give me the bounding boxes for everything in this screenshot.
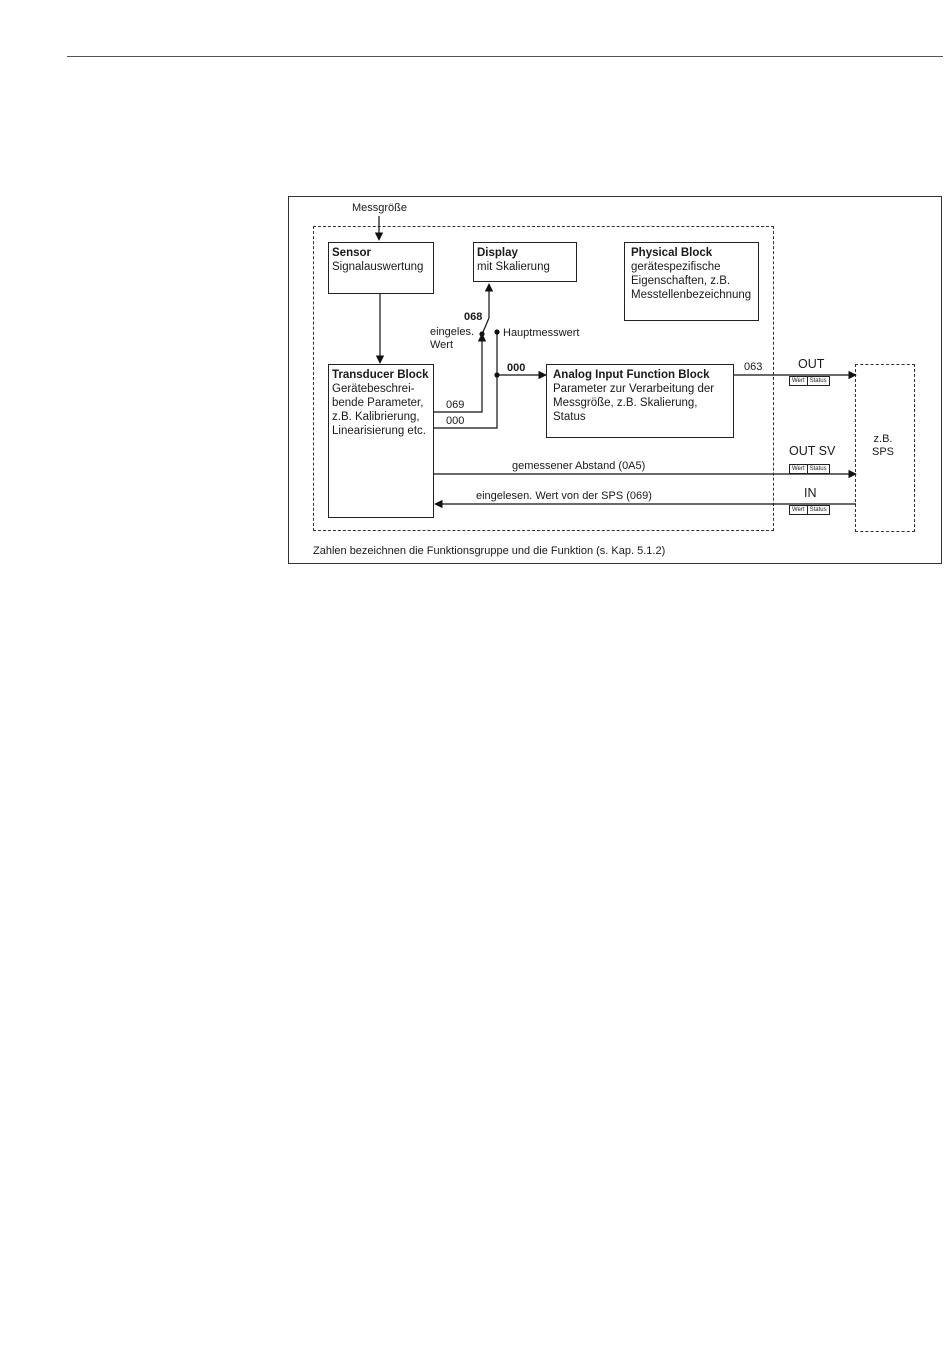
sps-boundary bbox=[855, 364, 915, 532]
page-header-rule bbox=[67, 56, 943, 57]
transducer-body: Gerätebeschrei- bende Parameter, z.B. Ka… bbox=[332, 383, 426, 437]
transducer-title: Transducer Block bbox=[332, 369, 429, 381]
sensor-body: Signalauswertung bbox=[332, 261, 424, 273]
switch-lever bbox=[482, 317, 490, 333]
switch-code: 068 bbox=[464, 311, 483, 323]
switch-contact-right bbox=[494, 329, 500, 335]
sps-label: z.B. SPS bbox=[872, 433, 895, 458]
tag-value: Wert bbox=[789, 376, 808, 386]
code-000-lower: 000 bbox=[446, 415, 465, 427]
switch-contact-left bbox=[479, 331, 485, 337]
measured-distance-label: gemessener Abstand (0A5) bbox=[512, 460, 646, 472]
out-sv-label: OUT SV bbox=[789, 444, 836, 458]
switch-left-label: eingeles. Wert bbox=[430, 326, 475, 351]
out-label: OUT bbox=[798, 357, 825, 371]
junction-dot bbox=[494, 372, 500, 378]
analog-input-block: Analog Input Function Block Parameter zu… bbox=[546, 364, 734, 438]
line-069 bbox=[433, 333, 487, 413]
tag-status: Status bbox=[807, 376, 830, 386]
in-status-tag: Wert Status bbox=[789, 505, 830, 515]
line-000 bbox=[433, 332, 498, 429]
physical-block: Physical Block gerätespezifische Eigensc… bbox=[624, 242, 759, 321]
out-status-tag: Wert Status bbox=[789, 376, 830, 386]
input-label: Messgröße bbox=[352, 202, 408, 214]
tag-status: Status bbox=[807, 464, 830, 474]
device-boundary bbox=[313, 226, 774, 531]
read-in-value-label: eingelesen. Wert von der SPS (069) bbox=[476, 490, 652, 502]
ai-body: Parameter zur Verarbeitung der Messgröße… bbox=[553, 383, 715, 423]
ai-title: Analog Input Function Block bbox=[553, 369, 710, 381]
diagram-frame bbox=[288, 196, 942, 564]
code-000-upper: 000 bbox=[507, 362, 526, 374]
code-069: 069 bbox=[446, 399, 465, 411]
transducer-block: Transducer Block Gerätebeschrei- bende P… bbox=[328, 364, 434, 518]
display-title: Display bbox=[477, 247, 518, 259]
out-sv-status-tag: Wert Status bbox=[789, 464, 830, 474]
display-body: mit Skalierung bbox=[477, 261, 550, 273]
footnote: Zahlen bezeichnen die Funktionsgruppe un… bbox=[313, 545, 666, 557]
sensor-block: Sensor Signalauswertung bbox=[328, 242, 434, 294]
code-063: 063 bbox=[744, 361, 763, 373]
tag-value: Wert bbox=[789, 464, 808, 474]
physical-body: gerätespezifische Eigenschaften, z.B. Me… bbox=[631, 261, 752, 301]
display-block: Display mit Skalierung bbox=[473, 242, 577, 282]
tag-value: Wert bbox=[789, 505, 808, 515]
tag-status: Status bbox=[807, 505, 830, 515]
sensor-title: Sensor bbox=[332, 247, 371, 259]
in-label: IN bbox=[804, 486, 817, 500]
physical-title: Physical Block bbox=[631, 247, 713, 259]
switch-right-label: Hauptmesswert bbox=[503, 327, 580, 339]
